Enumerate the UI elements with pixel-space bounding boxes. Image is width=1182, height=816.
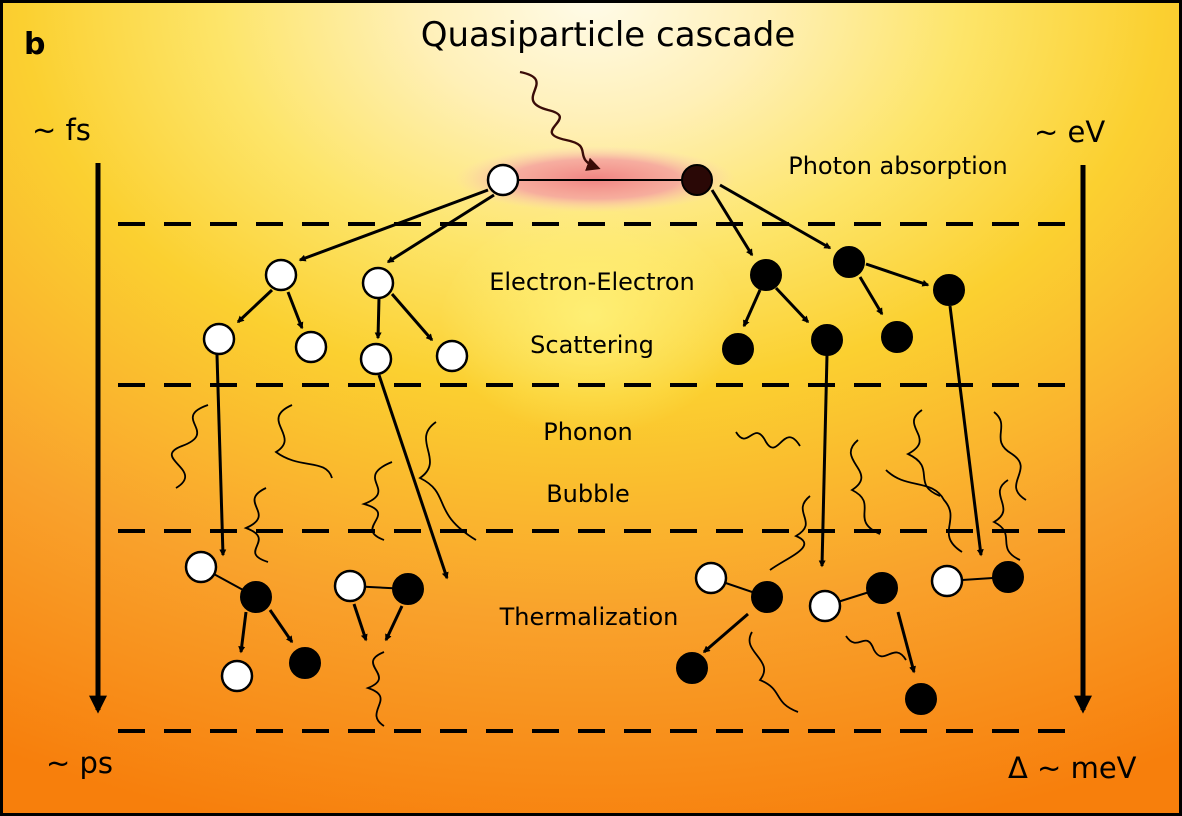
- stage-scattering: Scattering: [530, 331, 654, 359]
- phonon-wave-icon: [274, 404, 333, 479]
- arrow: [377, 374, 449, 580]
- diagram-title: Quasiparticle cascade: [421, 15, 796, 55]
- electron-icon: [933, 274, 965, 306]
- electron-icon: [833, 246, 865, 278]
- electron-icon: [905, 683, 937, 715]
- electron-icon: [811, 324, 843, 356]
- stage-electron-electron: Electron-Electron: [489, 268, 695, 296]
- hole-icon: [435, 339, 469, 373]
- arrow: [774, 286, 810, 324]
- hole-icon: [333, 569, 367, 603]
- hole-icon: [486, 163, 520, 197]
- hole-icon: [694, 561, 728, 595]
- energy-top-label: ~ eV: [1034, 115, 1105, 149]
- electron-icon: [881, 321, 913, 353]
- electron-icon: [992, 561, 1024, 593]
- arrow: [948, 305, 984, 557]
- arrow: [238, 611, 248, 654]
- phonon-wave-icon: [845, 635, 907, 661]
- hole-icon: [930, 564, 964, 598]
- hole-icon: [264, 258, 298, 292]
- hole-icon: [184, 550, 218, 584]
- phonon-wave-icon: [361, 461, 393, 541]
- stage-photon-absorption: Photon absorption: [788, 152, 1008, 180]
- arrow: [298, 188, 489, 262]
- hole-icon: [202, 322, 236, 356]
- hole-icon: [294, 330, 328, 364]
- hole-icon: [808, 589, 842, 623]
- electron-icon: [750, 259, 782, 291]
- electron-icon: [866, 572, 898, 604]
- arrow: [352, 603, 368, 642]
- arrow: [742, 289, 762, 328]
- phonon-wave-icon: [243, 487, 269, 563]
- arrow: [268, 609, 294, 644]
- arrow: [236, 288, 274, 324]
- arrow: [865, 262, 930, 287]
- phonon-wave-icon: [992, 479, 1021, 561]
- arrow: [719, 183, 832, 250]
- electron-icon: [240, 581, 272, 613]
- phonon-wave-icon: [748, 631, 799, 713]
- arrow: [286, 291, 304, 330]
- hole-icon: [359, 342, 393, 376]
- electron-icon: [289, 647, 321, 679]
- phonon-wave-icon: [735, 431, 801, 449]
- time-top-label: ~ fs: [32, 113, 91, 147]
- energy-bottom-label: Δ ~ meV: [1008, 751, 1137, 785]
- photon-wave-icon: [519, 70, 601, 171]
- arrow: [818, 354, 829, 568]
- stage-phonon: Phonon: [543, 418, 632, 446]
- arrow: [710, 189, 754, 257]
- energy-levels: [118, 222, 1072, 733]
- phonon-wave-icon: [885, 469, 963, 553]
- arrow: [896, 611, 916, 674]
- phonon-waves: [170, 404, 1027, 727]
- time-bottom-label: ~ ps: [46, 746, 113, 780]
- arrow: [374, 297, 382, 340]
- electron-icon: [392, 573, 424, 605]
- electrons: [240, 164, 1024, 715]
- electron-icon: [722, 333, 754, 365]
- arrow: [390, 293, 434, 342]
- arrow: [702, 612, 749, 654]
- panel-label: b: [24, 27, 45, 62]
- arrow: [384, 605, 404, 642]
- transition-arrows: [215, 183, 984, 674]
- hole-icon: [361, 266, 395, 300]
- phonon-wave-icon: [993, 411, 1027, 501]
- phonon-wave-icon: [418, 421, 477, 541]
- arrow: [215, 354, 227, 557]
- phonon-wave-icon: [769, 495, 811, 571]
- arrow: [386, 193, 495, 264]
- phonon-wave-icon: [365, 651, 385, 727]
- holes: [184, 163, 964, 693]
- center-glow: [440, 210, 740, 450]
- hole-icon: [220, 659, 254, 693]
- electron-icon: [676, 652, 708, 684]
- stage-bubble: Bubble: [546, 480, 630, 508]
- phonon-wave-icon: [170, 404, 209, 489]
- phonon-wave-icon: [850, 439, 881, 535]
- phonon-wave-icon: [905, 409, 941, 497]
- electron-icon: [751, 581, 783, 613]
- stage-thermalization: Thermalization: [499, 603, 679, 631]
- electron-icon: [681, 164, 713, 196]
- arrow: [858, 276, 884, 316]
